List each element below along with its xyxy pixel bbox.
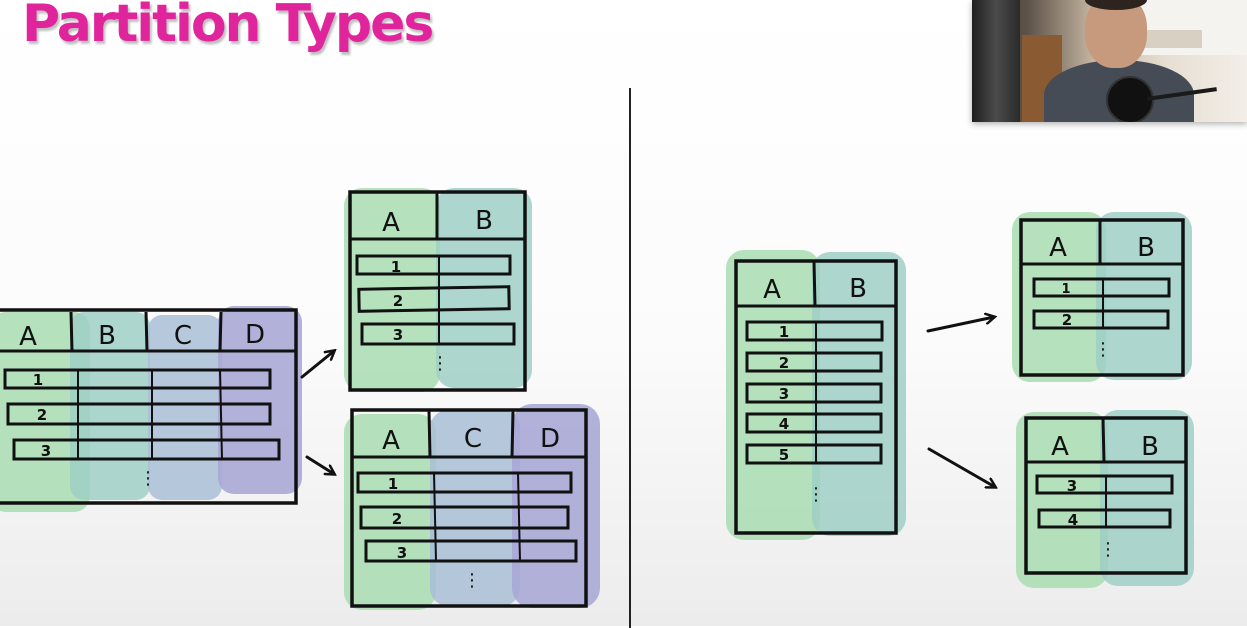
- vertical-source-header-b: B: [98, 321, 116, 351]
- horizontal-partition-2: A B 3 4 ⋮: [1016, 410, 1194, 588]
- vertical-partition-1: A B 1 2 3 ⋮: [344, 188, 532, 392]
- center-divider: [629, 88, 631, 628]
- vertical-source-row-3: 3: [41, 442, 51, 460]
- horizontal-p1-header-b: B: [1137, 233, 1155, 263]
- vertical-partition-2: A C D 1 2 3 ⋮: [344, 404, 600, 610]
- microphone-icon: [1106, 76, 1154, 122]
- vertical-p2-row-2: 2: [392, 510, 402, 528]
- horizontal-source-table: A B 1 2 3 4 5 ⋮: [726, 250, 906, 540]
- vertical-source-ellipsis: ⋮: [139, 468, 157, 489]
- vertical-p1-row-2: 2: [393, 292, 403, 310]
- horizontal-p2-row-4: 4: [1068, 511, 1078, 529]
- vertical-source-table: A B C D 1 2 3 ⋮: [0, 306, 302, 512]
- vertical-p2-header-d: D: [540, 424, 560, 454]
- page-title: Partition Types: [22, 0, 434, 54]
- vertical-p2-ellipsis: ⋮: [463, 570, 481, 591]
- vertical-source-header-d: D: [245, 320, 265, 350]
- horizontal-p2-header-a: A: [1051, 432, 1069, 462]
- vertical-source-row-1: 1: [33, 371, 43, 389]
- vertical-source-row-2: 2: [37, 406, 47, 424]
- vertical-p2-row-3: 3: [397, 544, 407, 562]
- horizontal-p1-ellipsis: ⋮: [1094, 339, 1112, 360]
- vertical-p2-row-1: 1: [388, 475, 398, 493]
- horizontal-source-ellipsis: ⋮: [807, 484, 825, 505]
- horizontal-p1-row-1: 1: [1061, 282, 1070, 297]
- vertical-p1-header-a: A: [382, 208, 400, 238]
- vertical-p1-row-1: 1: [391, 258, 401, 276]
- horizontal-source-header-a: A: [763, 275, 781, 305]
- horizontal-source-row-1: 1: [779, 323, 789, 341]
- vertical-p1-ellipsis: ⋮: [431, 353, 449, 374]
- horizontal-p1-header-a: A: [1049, 233, 1067, 263]
- horizontal-source-header-b: B: [849, 274, 867, 304]
- vertical-source-header-a: A: [19, 322, 37, 352]
- vertical-p1-row-3: 3: [393, 326, 403, 344]
- vertical-arrow-top: [300, 351, 334, 379]
- horizontal-arrow-bottom: [927, 447, 995, 487]
- horizontal-source-row-3: 3: [779, 385, 789, 403]
- vertical-source-header-c: C: [174, 321, 192, 351]
- horizontal-p2-row-3: 3: [1067, 477, 1077, 495]
- horizontal-source-row-2: 2: [779, 354, 789, 372]
- presenter-webcam: [972, 0, 1247, 122]
- horizontal-source-row-5: 5: [779, 446, 789, 464]
- horizontal-p2-header-b: B: [1141, 432, 1159, 462]
- vertical-p1-header-b: B: [475, 206, 493, 236]
- horizontal-partition-1: A B 1 2 ⋮: [1012, 212, 1192, 382]
- horizontal-p1-row-2: 2: [1062, 311, 1072, 329]
- horizontal-p2-ellipsis: ⋮: [1099, 539, 1117, 560]
- horizontal-source-row-4: 4: [779, 415, 789, 433]
- vertical-p2-header-c: C: [464, 424, 482, 454]
- vertical-p2-header-a: A: [382, 426, 400, 456]
- horizontal-arrow-top: [926, 317, 994, 333]
- vertical-arrow-bottom: [305, 455, 334, 474]
